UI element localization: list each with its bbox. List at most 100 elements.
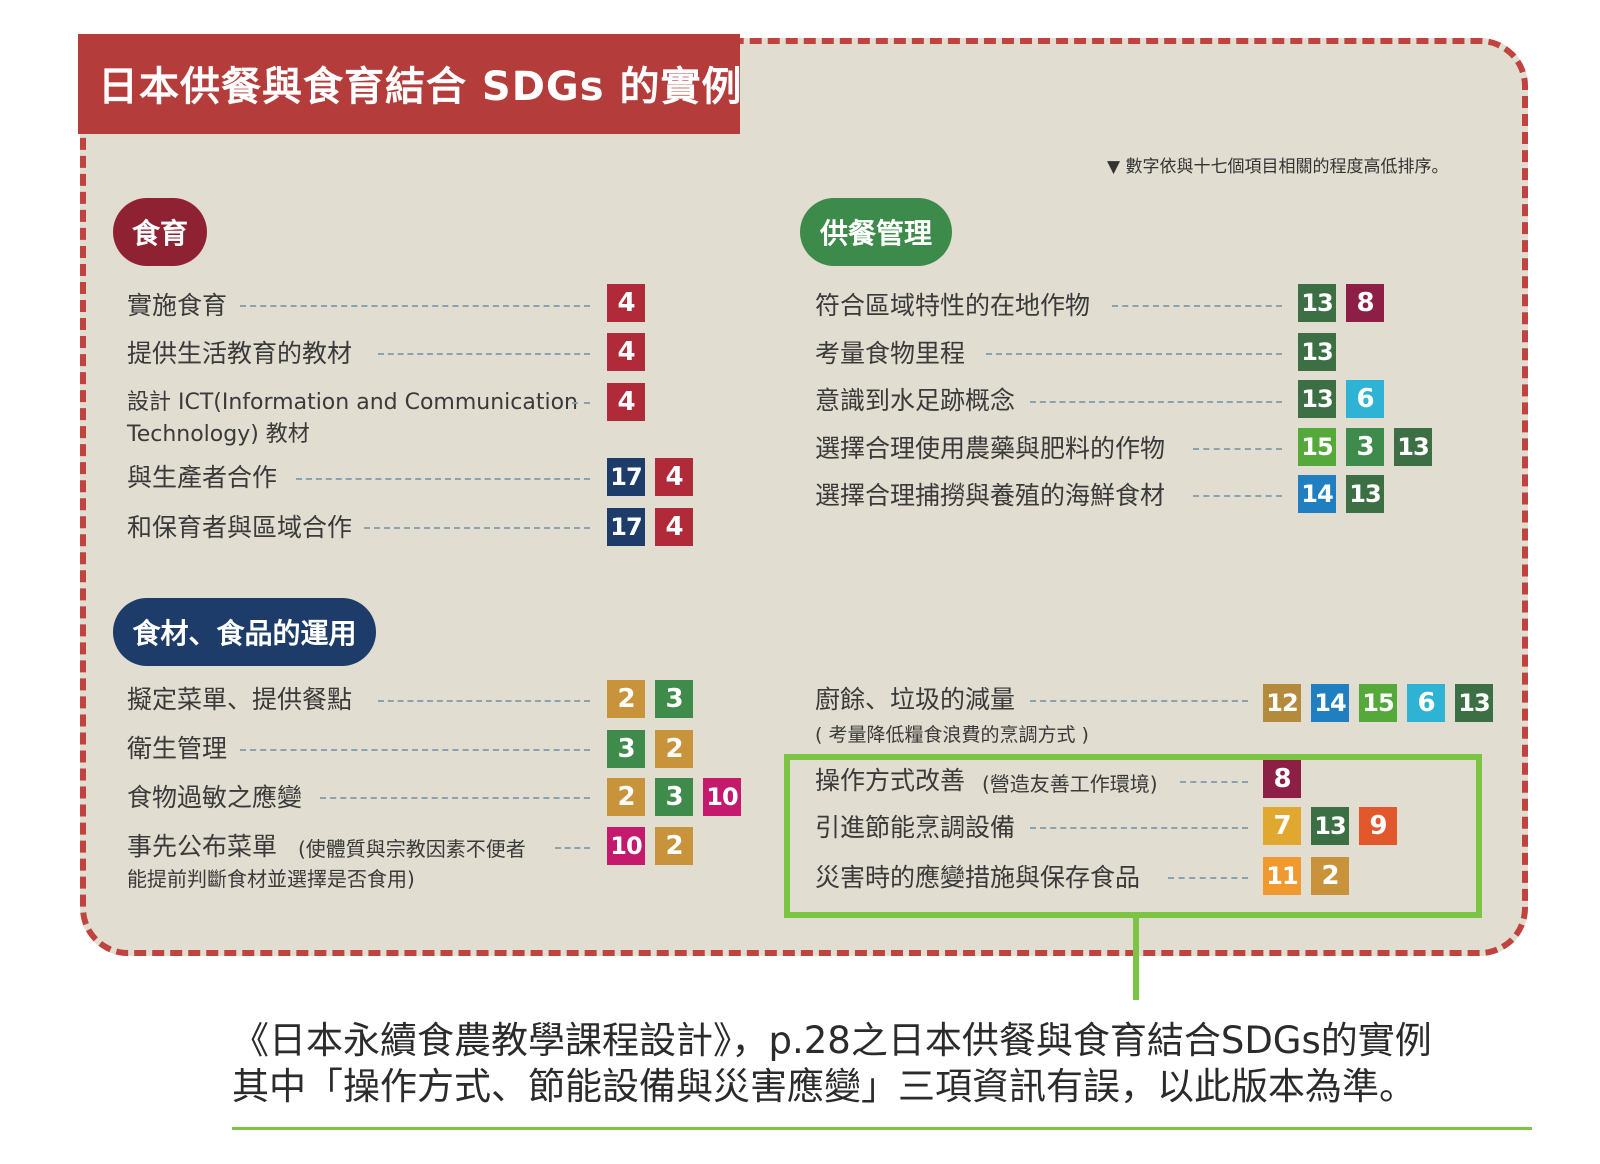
item-label: 廚餘、垃圾的減量	[815, 685, 1016, 714]
page-title: 日本供餐與食育結合 SDGs 的實例	[98, 64, 743, 110]
ranking-note: ▼ 數字依與十七個項目相關的程度高低排序。	[1107, 157, 1449, 177]
item-label: 衛生管理	[127, 734, 228, 763]
leader-line	[240, 305, 590, 307]
leader-line	[240, 749, 590, 751]
item-label: 災害時的應變措施與保存食品	[815, 863, 1141, 892]
sdg-badge-13: 13	[1394, 428, 1432, 466]
item-label: 與生產者合作	[127, 463, 278, 492]
leader-line	[1112, 305, 1282, 307]
sdg-chips: 4	[607, 383, 645, 421]
sdg-chips: 10 2	[607, 827, 693, 865]
leader-line	[378, 353, 590, 355]
dashed-frame	[80, 38, 1528, 956]
sdg-badge-14: 14	[1298, 475, 1336, 513]
leader-line	[1168, 877, 1248, 879]
correction-highlight-box	[784, 754, 1482, 918]
sdg-badge-6: 6	[1407, 684, 1445, 722]
sdg-badge-15: 15	[1298, 428, 1336, 466]
sdg-badge-10: 10	[607, 827, 645, 865]
leader-line	[364, 527, 590, 529]
sdg-badge-4: 4	[607, 333, 645, 371]
highlight-connector	[1133, 918, 1139, 1000]
leader-line	[378, 700, 590, 702]
item-label-line2: 能提前判斷食材並選擇是否食用)	[127, 867, 415, 891]
sdg-badge-10: 10	[703, 778, 741, 816]
item-label: 選擇合理捕撈與養殖的海鮮食材	[815, 481, 1166, 510]
item-label: 符合區域特性的在地作物	[815, 291, 1091, 320]
title-banner	[78, 34, 740, 134]
item-label: 意識到水足跡概念	[815, 386, 1016, 415]
sdg-badge-13: 13	[1298, 333, 1336, 371]
leader-line	[1030, 827, 1248, 829]
leader-line	[986, 353, 1282, 355]
sdg-badge-3: 3	[655, 680, 693, 718]
leader-line	[1030, 700, 1248, 702]
sdg-chips: 14 13	[1298, 475, 1384, 513]
sdg-badge-3: 3	[607, 730, 645, 768]
sdg-badge-4: 4	[607, 383, 645, 421]
pill-ingredients: 食材、食品的運用	[113, 598, 376, 666]
sdg-badge-2: 2	[607, 778, 645, 816]
leader-line	[296, 478, 590, 480]
sdg-badge-3: 3	[655, 778, 693, 816]
sdg-chips: 4	[607, 333, 645, 371]
sdg-badge-13: 13	[1311, 807, 1349, 845]
caption-line-1: 《日本永續食農教學課程設計》，p.28之日本供餐與食育結合SDGs的實例	[232, 1019, 1432, 1062]
sdg-badge-8: 8	[1346, 284, 1384, 322]
sdg-badge-13: 13	[1298, 284, 1336, 322]
item-label: 引進節能烹調設備	[815, 813, 1016, 842]
sdg-badge-11: 11	[1263, 857, 1301, 895]
leader-line	[320, 797, 590, 799]
sdg-badge-13: 13	[1346, 475, 1384, 513]
sdg-badge-13: 13	[1455, 684, 1493, 722]
sdg-chips: 13 8	[1298, 284, 1384, 322]
sdg-badge-13: 13	[1298, 380, 1336, 418]
sdg-chips: 17 4	[607, 458, 693, 496]
item-label: 提供生活教育的教材	[127, 339, 353, 368]
sdg-badge-2: 2	[655, 827, 693, 865]
item-label: 實施食育	[127, 291, 228, 320]
item-label: 和保育者與區域合作	[127, 513, 353, 542]
item-label-line2: ( 考量降低糧食浪費的烹調方式 )	[815, 724, 1089, 746]
item-label: 事先公布菜單	[127, 832, 278, 861]
item-label: 擬定菜單、提供餐點	[127, 685, 353, 714]
sdg-badge-9: 9	[1359, 807, 1397, 845]
sdg-chips: 11 2	[1263, 857, 1349, 895]
sdg-badge-4: 4	[655, 508, 693, 546]
sdg-chips: 8	[1263, 760, 1301, 798]
item-label: 考量食物里程	[815, 339, 966, 368]
sdg-badge-4: 4	[607, 284, 645, 322]
leader-line	[1193, 448, 1282, 450]
sdg-chips: 15 3 13	[1298, 428, 1432, 466]
leader-line	[1180, 781, 1248, 783]
leader-line	[572, 402, 590, 404]
item-label-note: (使體質與宗教因素不便者	[298, 837, 526, 861]
sdg-badge-12: 12	[1263, 684, 1301, 722]
leader-line	[555, 847, 590, 849]
sdg-badge-3: 3	[1346, 428, 1384, 466]
item-label-line2: Technology) 教材	[127, 422, 310, 447]
sdg-badge-17: 17	[607, 508, 645, 546]
sdg-badge-17: 17	[607, 458, 645, 496]
caption-line-2: 其中「操作方式、節能設備與災害應變」三項資訊有誤，以此版本為準。	[232, 1065, 1416, 1108]
sdg-badge-6: 6	[1346, 380, 1384, 418]
item-label: 選擇合理使用農藥與肥料的作物	[815, 434, 1166, 463]
sdg-badge-14: 14	[1311, 684, 1349, 722]
sdg-badge-2: 2	[1311, 857, 1349, 895]
item-label: 設計 ICT(Information and Communication	[127, 390, 578, 415]
caption-underline	[232, 1127, 1532, 1130]
pill-kyushoku: 供餐管理	[800, 198, 952, 266]
sdg-chips: 17 4	[607, 508, 693, 546]
sdg-chips: 13 6	[1298, 380, 1384, 418]
item-label: 操作方式改善	[815, 766, 966, 795]
sdg-badge-7: 7	[1263, 807, 1301, 845]
sdg-badge-2: 2	[655, 730, 693, 768]
item-label-note: (營造友善工作環境)	[982, 772, 1158, 796]
sdg-chips: 7 13 9	[1263, 807, 1397, 845]
sdg-badge-4: 4	[655, 458, 693, 496]
sdg-badge-15: 15	[1359, 684, 1397, 722]
sdg-chips: 13	[1298, 333, 1336, 371]
sdg-chips: 4	[607, 284, 645, 322]
